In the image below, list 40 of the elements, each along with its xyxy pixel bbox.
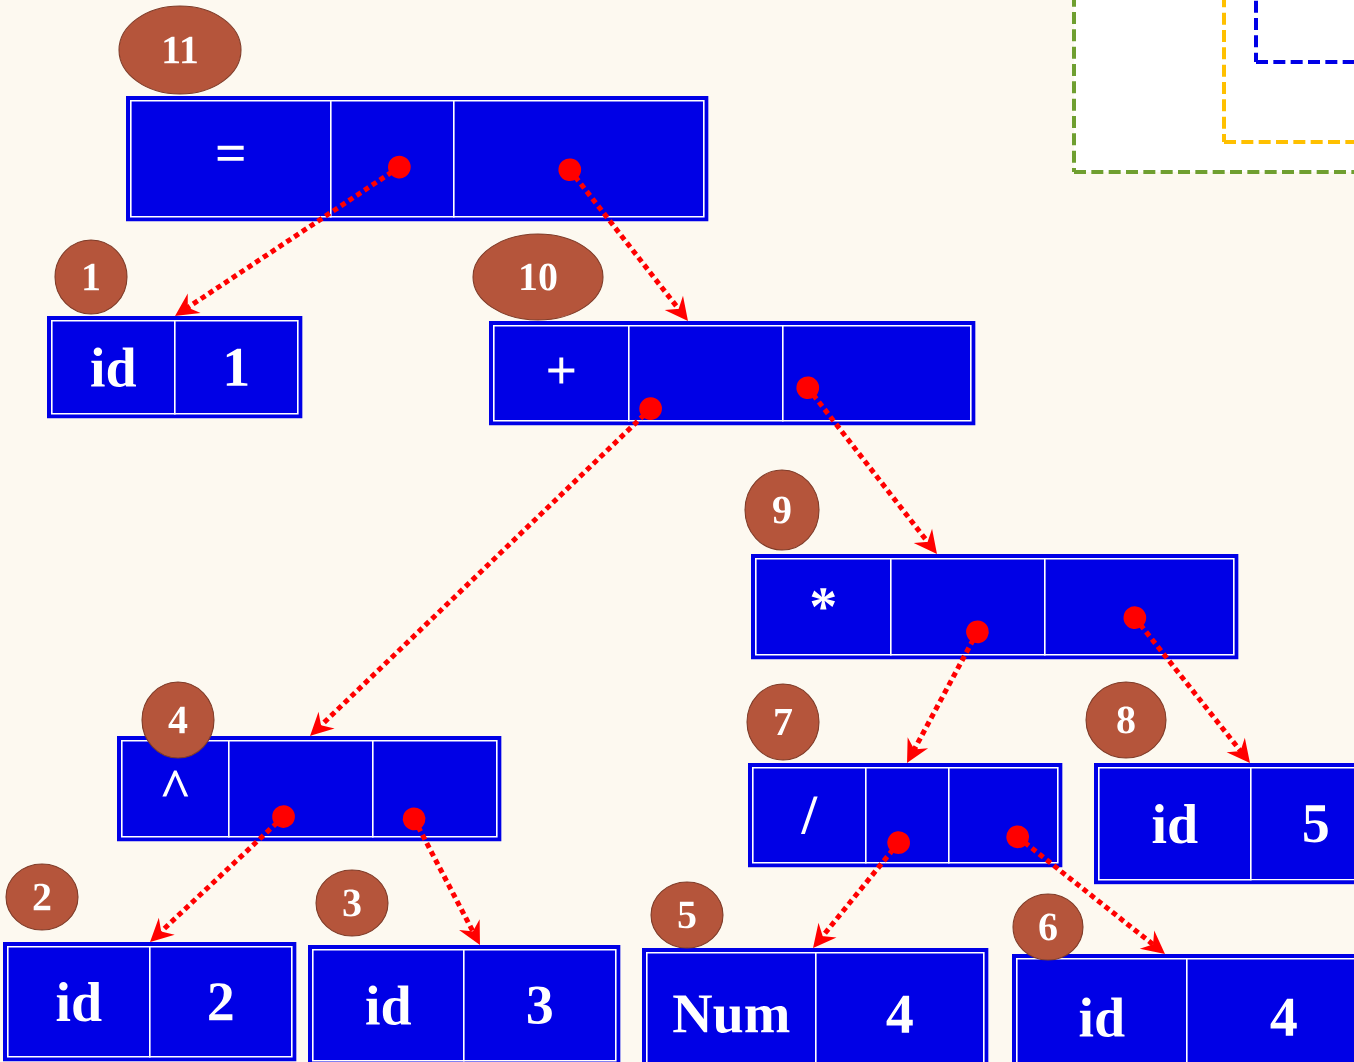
number-badge: 11: [118, 5, 242, 95]
pointer-field: [628, 325, 784, 422]
dashed-frame: [1254, 0, 1354, 64]
record-field: 5: [1250, 767, 1354, 881]
record-field: =: [130, 100, 332, 218]
record-field: id: [7, 946, 151, 1058]
number-badge: 9: [744, 469, 820, 551]
dashed-frame: [1222, 0, 1354, 144]
record-field: id: [51, 320, 176, 415]
record-field: id: [1016, 958, 1188, 1062]
record-field: id: [312, 949, 465, 1062]
pointer-field: [948, 767, 1059, 864]
record-field: 4: [815, 952, 985, 1062]
record-field: id: [1098, 767, 1252, 881]
pointer-field: [782, 325, 972, 422]
number-badge: 7: [746, 683, 820, 761]
record-field: Num: [646, 952, 817, 1062]
record-field: *: [755, 558, 892, 656]
pointer-field: [372, 740, 498, 838]
record-field: 3: [463, 949, 617, 1062]
record-field: 1: [174, 320, 299, 415]
number-badge: 1: [54, 239, 128, 315]
number-badge: 6: [1012, 893, 1084, 961]
pointer-field: [330, 100, 455, 218]
record-field: 4: [1186, 958, 1354, 1062]
pointer-field: [890, 558, 1046, 656]
number-badge: 2: [5, 863, 79, 931]
record-field: /: [752, 767, 867, 864]
number-badge: 8: [1085, 681, 1167, 759]
pointer-field: [228, 740, 374, 838]
number-badge: 10: [472, 233, 604, 321]
pointer-field: [1044, 558, 1235, 656]
number-badge: 3: [315, 869, 389, 937]
number-badge: 5: [650, 881, 724, 949]
number-badge: 4: [141, 681, 215, 759]
dashed-frame: [1072, 0, 1354, 174]
record-field: +: [493, 325, 630, 422]
record-field: ^: [121, 740, 230, 838]
record-field: 2: [149, 946, 293, 1058]
pointer-field: [865, 767, 950, 864]
